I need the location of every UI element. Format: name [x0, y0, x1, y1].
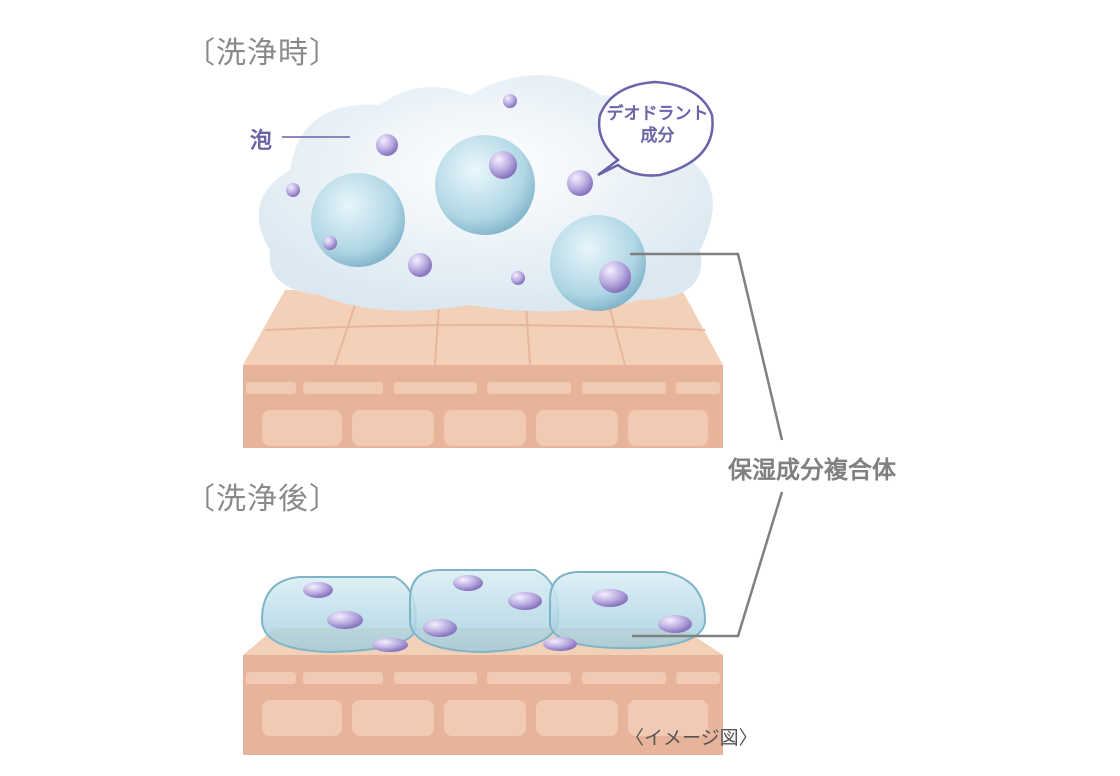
deodorant-label-line2: 成分 [640, 126, 675, 146]
image-note: 〈イメージ図〉 [625, 727, 758, 749]
complex-leader-upper [630, 252, 784, 441]
deodorant-bubbles [286, 94, 631, 293]
deodorant-label-line1: デオドラント [606, 104, 709, 124]
complex-leader-lower [632, 491, 784, 638]
foam-label: 泡 [250, 129, 273, 154]
deodorant-label: デオドラント 成分 [600, 103, 715, 147]
moisturizing-complex-label: 保湿成分複合体 [728, 456, 896, 484]
heading-after-wash: 〔洗浄後〕 [185, 482, 340, 517]
speech-bubble [597, 80, 714, 177]
heading-during-wash: 〔洗浄時〕 [185, 36, 340, 71]
moisture-film [260, 569, 707, 654]
skin-block-during-wash [243, 289, 723, 448]
